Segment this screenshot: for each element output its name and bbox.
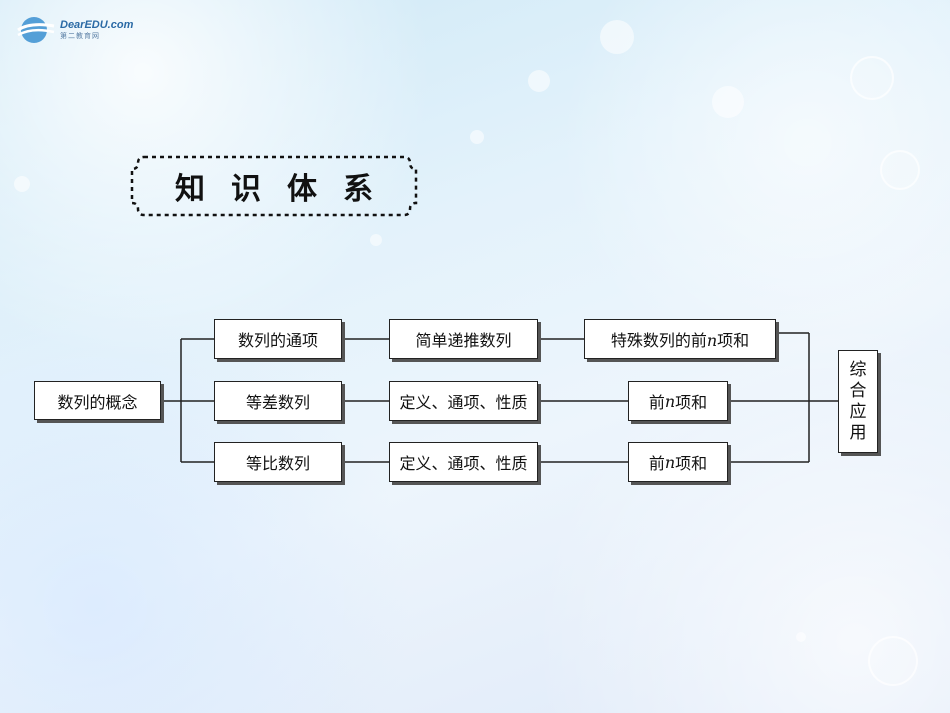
logo-swoosh-icon — [16, 14, 56, 46]
background-ring — [850, 56, 894, 100]
background-bubble — [470, 130, 484, 144]
node-method-recurrence: 简单递推数列 — [389, 319, 538, 359]
node-result-special-sum: 特殊数列的前n项和 — [584, 319, 776, 359]
node-root: 数列的概念 — [34, 381, 161, 420]
section-title: 知识体系 — [175, 172, 399, 207]
final-char: 综 — [849, 359, 867, 380]
node-method-geometric: 定义、通项、性质 — [389, 442, 538, 482]
node-comprehensive-application: 综 合 应 用 — [838, 350, 878, 453]
background-ring — [868, 636, 918, 686]
background-bubble — [796, 632, 806, 642]
background-bubble — [528, 70, 550, 92]
background-ring — [880, 150, 920, 190]
node-topic-geometric: 等比数列 — [214, 442, 342, 482]
final-char: 合 — [849, 380, 867, 401]
logo-tagline: 第二教育网 — [60, 32, 100, 40]
background-bubble — [370, 234, 382, 246]
node-topic-general-term: 数列的通项 — [214, 319, 342, 359]
background-bubble — [14, 176, 30, 192]
background-bubble — [712, 86, 744, 118]
site-logo: DearEDU.com 第二教育网 — [16, 12, 133, 48]
node-method-arithmetic: 定义、通项、性质 — [389, 381, 538, 421]
final-char: 应 — [849, 401, 867, 422]
node-topic-arithmetic: 等差数列 — [214, 381, 342, 421]
final-char: 用 — [849, 422, 867, 443]
section-title-frame: 知识体系 — [130, 155, 418, 217]
node-result-special-sum-label: 特殊数列的前n项和 — [610, 331, 750, 350]
logo-brand: DearEDU.com — [60, 19, 134, 31]
title-frame-border — [130, 155, 418, 217]
background-bubble — [600, 20, 634, 54]
